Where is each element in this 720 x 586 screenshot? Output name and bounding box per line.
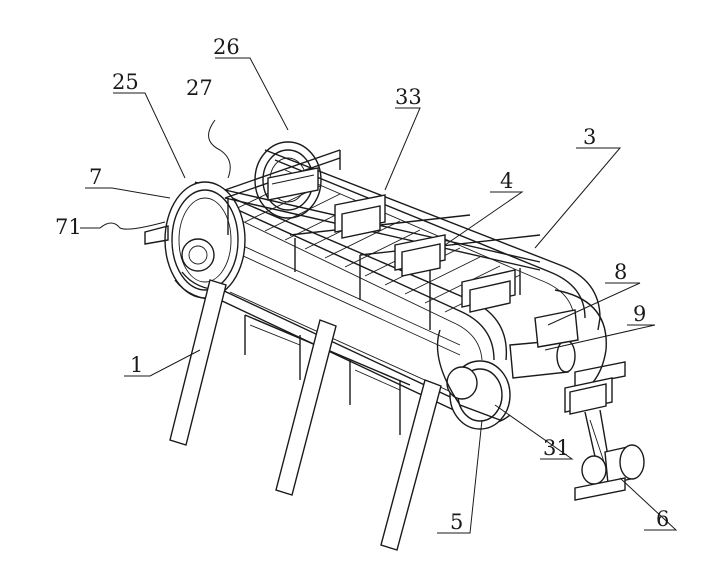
label-31: 31: [543, 436, 570, 460]
label-4: 4: [500, 169, 513, 193]
hopper-1: [267, 167, 319, 201]
drive-end-pulleys: [436, 289, 607, 430]
label-26: 26: [213, 35, 240, 59]
hopper-3: [394, 234, 446, 277]
label-71: 71: [55, 215, 82, 239]
hopper-2: [334, 194, 386, 239]
label-8: 8: [614, 260, 627, 284]
upper-guard-frame: [224, 149, 541, 330]
hopper-5: [564, 377, 613, 415]
right-bracket: [574, 361, 626, 387]
front-sprocket-wheel: [164, 181, 246, 299]
label-3: 3: [583, 125, 596, 149]
leader-lines: [80, 57, 678, 534]
label-33: 33: [395, 85, 422, 109]
left-bracket: [144, 225, 169, 245]
part-labels: 26 25 27 33 3 7 4 71 8 9 1 31 5 6: [55, 35, 669, 534]
drive-motor: [574, 409, 645, 501]
label-5: 5: [450, 510, 463, 534]
label-9: 9: [633, 302, 646, 326]
label-1: 1: [130, 353, 143, 377]
drive-shaft-cylinder: [509, 309, 579, 379]
label-6: 6: [656, 507, 669, 531]
label-27: 27: [186, 76, 213, 100]
label-7: 7: [89, 165, 102, 189]
label-25: 25: [112, 70, 139, 94]
hopper-4: [461, 269, 516, 313]
support-legs: [169, 279, 442, 551]
